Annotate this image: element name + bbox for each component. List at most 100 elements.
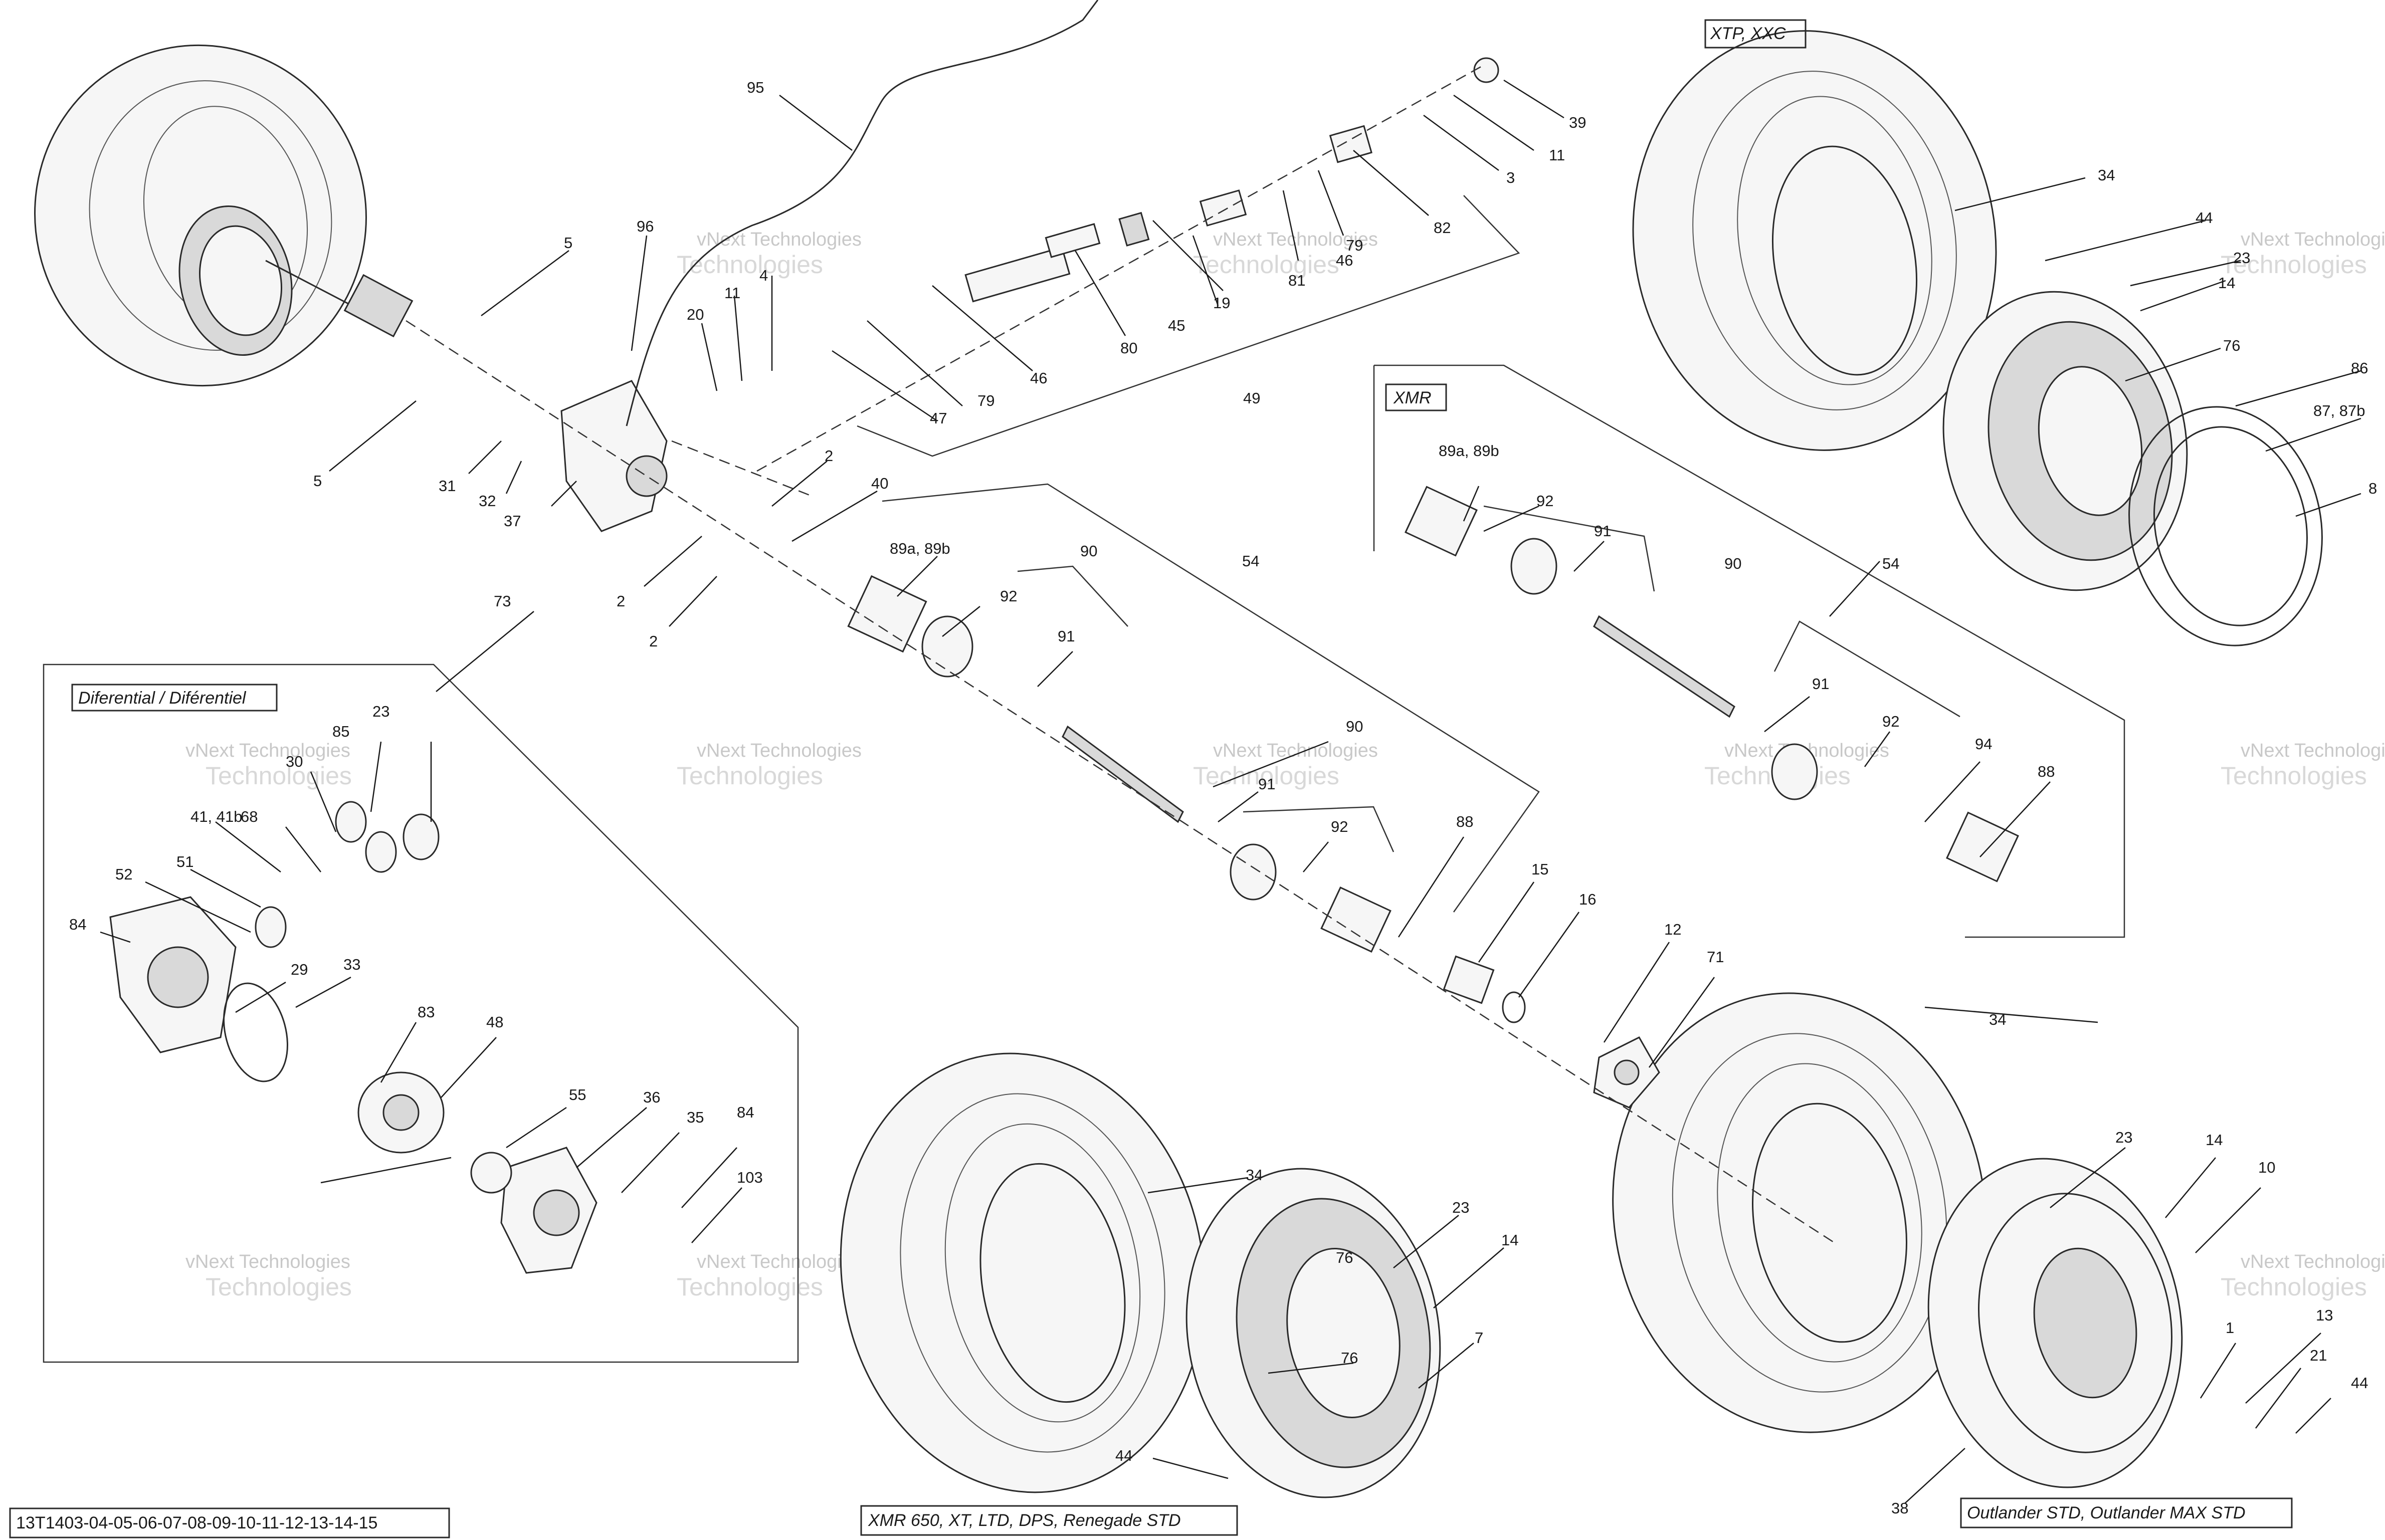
- callout-label: 19: [1213, 294, 1230, 312]
- xmr-label: XMR: [1393, 388, 1432, 407]
- callout-label: 12: [1664, 921, 1681, 938]
- callout-label: 92: [1331, 818, 1348, 835]
- xmr650-label: XMR 650, XT, LTD, DPS, Renegade STD: [868, 1511, 1181, 1530]
- callout-label: 7: [1475, 1329, 1483, 1347]
- watermark: Technologies: [2221, 762, 2367, 790]
- callout-label: 73: [494, 592, 511, 610]
- callout-label: 54: [1242, 552, 1259, 570]
- callout-label: 96: [637, 217, 654, 235]
- callout-label: 90: [1346, 718, 1363, 735]
- callout-label: 54: [1882, 555, 1899, 572]
- callout-label: 3: [1506, 169, 1515, 186]
- callout-label: 84: [69, 916, 86, 933]
- drive-shaft-xmr: [1405, 486, 2019, 883]
- callout-label: 40: [871, 475, 888, 492]
- sub-group-90b: [1243, 806, 1395, 852]
- callout-label: 79: [977, 392, 995, 409]
- callout-label: 34: [2098, 166, 2115, 184]
- callout-label: 37: [504, 512, 521, 530]
- callout-label: 68: [241, 808, 258, 825]
- callout-label: 48: [486, 1013, 503, 1031]
- callout-label: 83: [418, 1003, 435, 1021]
- callout-label: 11: [724, 284, 740, 302]
- differential-label-box: [71, 684, 278, 712]
- rim-bottom-center: [1185, 1168, 1441, 1498]
- callout-label: 89a, 89b: [890, 540, 950, 557]
- callout-label: 76: [1336, 1249, 1353, 1266]
- watermark: vNext Technologies: [2241, 740, 2385, 761]
- tire-bottom-right: [1612, 992, 1987, 1433]
- callout-label: 34: [1989, 1011, 2006, 1028]
- propeller-group: [857, 195, 1520, 457]
- xtp-label-box: [1704, 19, 1807, 49]
- callout-label: 20: [687, 306, 704, 323]
- group-labels: Diferential / Diférentiel XMR XTP, XXC X…: [9, 19, 2293, 1538]
- reference-code-box: [9, 1507, 450, 1538]
- callout-label: 5: [564, 234, 572, 252]
- callout-label: 92: [1882, 713, 1899, 730]
- callout-label: 95: [747, 79, 764, 96]
- watermark: vNext Technologies: [697, 740, 862, 761]
- callout-label: 90: [1724, 555, 1741, 572]
- callout-label: 92: [1536, 492, 1553, 510]
- drive-shaft-group: [882, 483, 1540, 913]
- callout-label: 2: [649, 632, 658, 650]
- sub-group-90: [1017, 565, 1128, 627]
- callout-label: 44: [1115, 1447, 1132, 1464]
- callout-label: 81: [1288, 272, 1305, 289]
- axis-dash-lines: [406, 64, 1835, 1244]
- tire-bottom-center: [840, 1052, 1206, 1493]
- callout-label: 29: [291, 961, 308, 978]
- callout-label: 47: [930, 409, 947, 427]
- callout-label: 86: [2351, 359, 2368, 377]
- callout-label: 89a, 89b: [1439, 442, 1499, 460]
- callout-label: 23: [2233, 249, 2250, 267]
- leader-lines: [100, 79, 2361, 1504]
- watermark: Technologies: [677, 1273, 823, 1301]
- propeller-shaft-set: [964, 57, 1499, 303]
- callout-label: 44: [2196, 209, 2213, 227]
- watermark: Technologies: [677, 251, 823, 279]
- callout-label: 41, 41b: [190, 808, 242, 825]
- callout-label: 15: [1531, 860, 1548, 878]
- callout-label: 31: [439, 477, 456, 495]
- callout-label: 76: [2223, 337, 2240, 354]
- watermark: vNext Technologies: [185, 1251, 350, 1272]
- sub-group-90d: [1773, 620, 1960, 718]
- watermark: Technologies: [2221, 1273, 2367, 1301]
- callout-label: 91: [1258, 775, 1275, 793]
- callout-label: 80: [1120, 339, 1137, 357]
- callout-label: 46: [1336, 252, 1353, 269]
- callout-label: 38: [1891, 1499, 1908, 1517]
- watermark: Technologies: [206, 762, 352, 790]
- callout-label: 13: [2316, 1306, 2333, 1324]
- reference-code: 13T1403-04-05-06-07-08-09-10-11-12-13-14…: [16, 1513, 377, 1532]
- callout-label: 1: [2226, 1319, 2234, 1337]
- rim-top-right: [1942, 291, 2188, 591]
- xmr650-label-box: [860, 1505, 1238, 1536]
- callout-label: 23: [1452, 1199, 1469, 1216]
- callout-label: 84: [737, 1104, 754, 1121]
- callout-label: 14: [2206, 1131, 2223, 1149]
- callout-label: 88: [2038, 763, 2055, 780]
- callout-label: 2: [825, 447, 833, 465]
- callout-label: 23: [372, 703, 389, 720]
- callout-label: 88: [1456, 813, 1473, 830]
- watermark: vNext Technologies: [697, 229, 862, 250]
- callout-label: 79: [1346, 237, 1363, 254]
- callout-label: 4: [759, 267, 768, 284]
- callout-label: 49: [1243, 389, 1260, 407]
- callout-label: 91: [1594, 522, 1611, 540]
- callout-label: 35: [687, 1109, 704, 1126]
- differential-group-outline: [43, 664, 799, 1363]
- differential-label: Diferential / Diférentiel: [78, 689, 247, 708]
- callout-label: 103: [737, 1169, 763, 1186]
- callout-label: 46: [1030, 369, 1047, 387]
- tire-top-right: [1632, 30, 1997, 451]
- callout-label: 8: [2368, 480, 2377, 497]
- sub-group-90c: [1483, 505, 1655, 592]
- xmr-label-box: [1385, 383, 1447, 411]
- brake-cable: [626, 0, 1099, 426]
- xmr-group-outline: [1374, 364, 2125, 938]
